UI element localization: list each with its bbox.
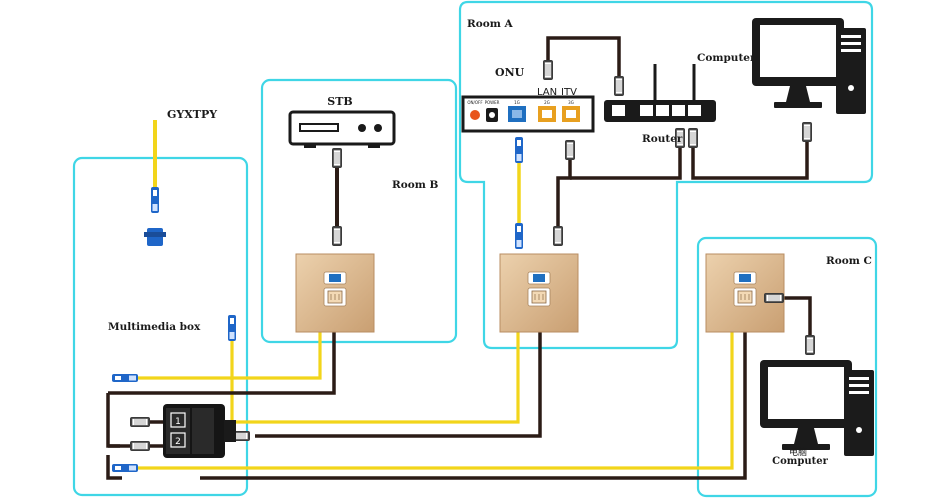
onu-port2-label: 2G xyxy=(544,100,550,105)
fiber-end-top-icon xyxy=(112,374,138,382)
fiber-to-room-c xyxy=(118,330,734,470)
cable-to-room-a xyxy=(106,393,130,448)
room-b-wall-socket-icon xyxy=(295,253,375,333)
room-b-label: Room B xyxy=(392,179,438,191)
router-icon xyxy=(604,64,716,122)
gyxtpy-connector-icon xyxy=(144,187,166,246)
onu-onoff-label: ON/OFF xyxy=(467,100,483,105)
multimedia-box-label: Multimedia box xyxy=(108,321,201,333)
multimedia-fiber-connector-icon xyxy=(228,315,236,341)
computer-a-label: Computer xyxy=(697,52,756,64)
splitter-port-2: 2 xyxy=(175,437,181,447)
computer-a-icon xyxy=(752,18,866,114)
cable-splitter-room-a xyxy=(255,330,542,438)
onu-lan-router-cable xyxy=(546,36,621,80)
router-label: Router xyxy=(642,133,683,145)
onu-itv-label: ITV xyxy=(561,87,577,98)
multimedia-box-room-border xyxy=(72,156,249,497)
computer-c-icon xyxy=(760,360,874,456)
cable-to-room-c xyxy=(200,330,747,480)
onu-port3-label: 3G xyxy=(568,100,574,105)
room-a-border xyxy=(458,0,874,350)
cable-loop-left xyxy=(106,455,122,480)
onu-label: ONU xyxy=(495,66,525,79)
itv-router-cable xyxy=(570,138,682,180)
onu-lan-label: LAN xyxy=(537,87,557,98)
room-a-wall-socket-icon xyxy=(499,253,579,333)
room-a-label: Room A xyxy=(467,18,513,30)
fiber-from-top-box xyxy=(230,330,520,424)
computer-a-plug-icon xyxy=(801,121,813,143)
onu-port1-label: 1G xyxy=(514,100,520,105)
fiber-to-room-b xyxy=(118,330,322,380)
room-b-border xyxy=(260,78,458,344)
onu-device-icon: ON/OFF POWER 1G 2G 3G xyxy=(461,95,595,133)
splitter-port-1: 1 xyxy=(175,417,181,427)
splitter-icon: 1 2 xyxy=(163,404,236,458)
stb-device-icon xyxy=(288,110,396,148)
fiber-end-bottom-icon xyxy=(112,464,138,472)
stb-label: STB xyxy=(327,95,352,108)
computer-c-cn-label: 电脑 xyxy=(789,446,807,458)
room-c-border xyxy=(696,236,878,498)
onu-itv-cable xyxy=(556,160,572,228)
gyxtpy-label: GYXTPY xyxy=(167,108,217,121)
computer-c-label: Computer xyxy=(772,456,828,467)
room-c-pc-cable xyxy=(784,296,812,345)
onu-power-label: POWER xyxy=(485,100,500,105)
room-c-label: Room C xyxy=(826,255,872,267)
cable-to-room-b xyxy=(108,330,336,395)
router-pc-cable xyxy=(691,135,809,180)
